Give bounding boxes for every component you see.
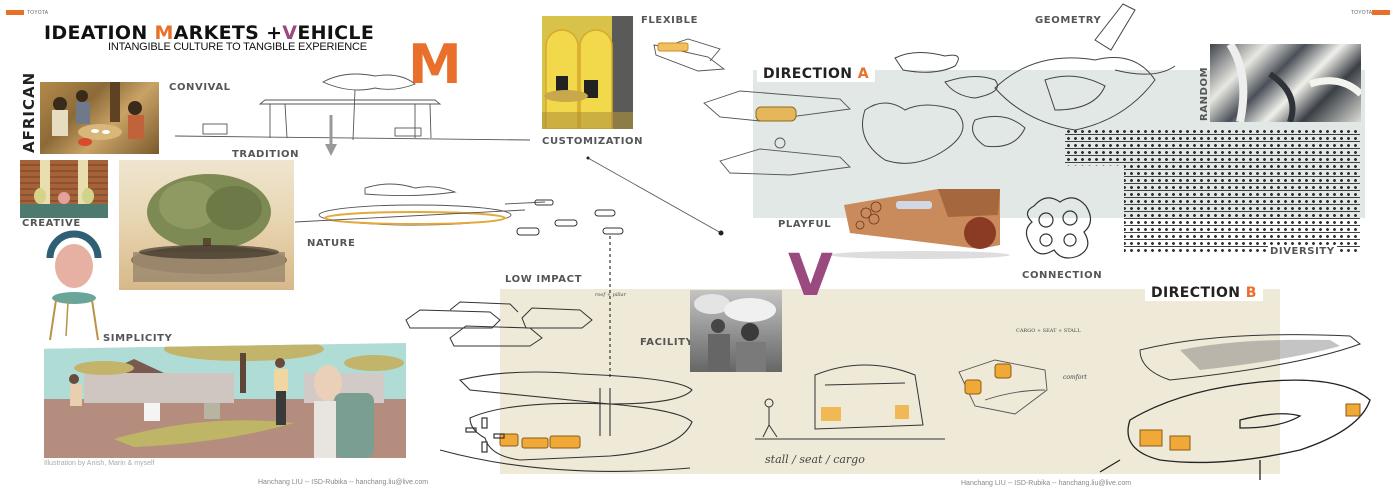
nature-pod-sketch-icon: [294, 183, 624, 380]
keyword-simplicity: SIMPLICITY: [103, 333, 173, 344]
brand-label-left: TOYOTA: [27, 10, 49, 16]
photo-customization-booth: [542, 16, 633, 129]
keyword-geometry: GEOMETRY: [1035, 15, 1102, 26]
brand-bar-right: [1372, 10, 1390, 15]
page-title: IDEATION MARKETS +VEHICLE: [44, 22, 375, 44]
keyword-connection: CONNECTION: [1022, 270, 1103, 281]
note-cargo-seat-stall: CARGO + SEAT + STALL: [1016, 328, 1081, 334]
keyword-facility: FACILITY: [640, 337, 694, 348]
marble-texture-icon: [1226, 44, 1361, 122]
footer-credit-right: Hanchang LIU -- ISD-Rubika -- hanchang.l…: [961, 480, 1132, 487]
footer-credit-left: Hanchang LIU -- ISD-Rubika -- hanchang.l…: [258, 479, 429, 486]
direction-a-title: DIRECTION A: [757, 66, 875, 82]
markets-big-letter: M: [408, 33, 462, 96]
page-subtitle: INTANGIBLE CULTURE TO TANGIBLE EXPERIENC…: [108, 41, 367, 53]
note-stall-seat-cargo: stall / seat / cargo: [765, 453, 865, 466]
note-comfort: comfort: [1063, 374, 1087, 381]
direction-b-vehicle-sketch-icon: [1099, 334, 1371, 480]
keyword-tradition: TRADITION: [232, 149, 300, 160]
stall-sketch-icon: [755, 364, 945, 440]
keyword-convival: CONVIVAL: [169, 82, 231, 93]
note-roof-pillar: roof + pillar: [595, 292, 626, 298]
people-gathering-icon: [52, 82, 144, 146]
village-scene-icon: [44, 343, 406, 458]
direction-b-title: DIRECTION B: [1145, 285, 1263, 301]
brand-label-right: TOYOTA: [1351, 10, 1373, 16]
keyword-playful: PLAYFUL: [778, 219, 832, 230]
keyword-creative: CREATIVE: [22, 218, 81, 229]
direction-a-car-sketch-icon: [703, 90, 851, 176]
keyword-flexible: FLEXIBLE: [641, 15, 699, 26]
photo-random-marble: [1210, 44, 1361, 122]
keyword-diversity: DIVERSITY: [1268, 246, 1337, 257]
pavilion-sketch-icon: [174, 73, 531, 156]
illustration-credit: Illustration by Anish, Marin & myself: [44, 460, 155, 467]
chairs-icon: [20, 160, 108, 218]
illustration-simplicity-village: [44, 343, 406, 458]
photo-tradition-tree: [119, 160, 294, 290]
keyword-nature: NATURE: [307, 238, 356, 249]
photo-creative-chairs: [20, 160, 108, 218]
title-v-letter: V: [282, 22, 298, 44]
connection-sketch-icon: [1025, 197, 1092, 259]
cargo-seat-module-sketch-icon: [958, 359, 1048, 415]
keyword-customization: CUSTOMIZATION: [542, 136, 644, 147]
geometry-blob-sketches-icon: [862, 3, 1176, 164]
photo-facility-carriers: [690, 290, 782, 372]
flexible-seat-sketch-icon: [653, 38, 726, 72]
title-m-letter: M: [154, 22, 174, 44]
people-carrying-icon: [694, 294, 776, 372]
playful-sofa-icon: [830, 189, 1010, 259]
low-impact-pods-sketch-icon: [405, 301, 593, 347]
photo-convivial-group: [40, 82, 159, 154]
designer-chair-icon: [46, 230, 102, 341]
keyword-low-impact: LOW IMPACT: [505, 274, 583, 285]
booth-icon: [542, 16, 633, 129]
tree-gathering-icon: [131, 174, 287, 282]
vehicle-big-letter: V: [788, 241, 833, 309]
brand-bar-left: [6, 10, 24, 15]
keyword-random: RANDOM: [1199, 66, 1210, 121]
direction-b-pod-sketch-icon: [439, 371, 693, 472]
